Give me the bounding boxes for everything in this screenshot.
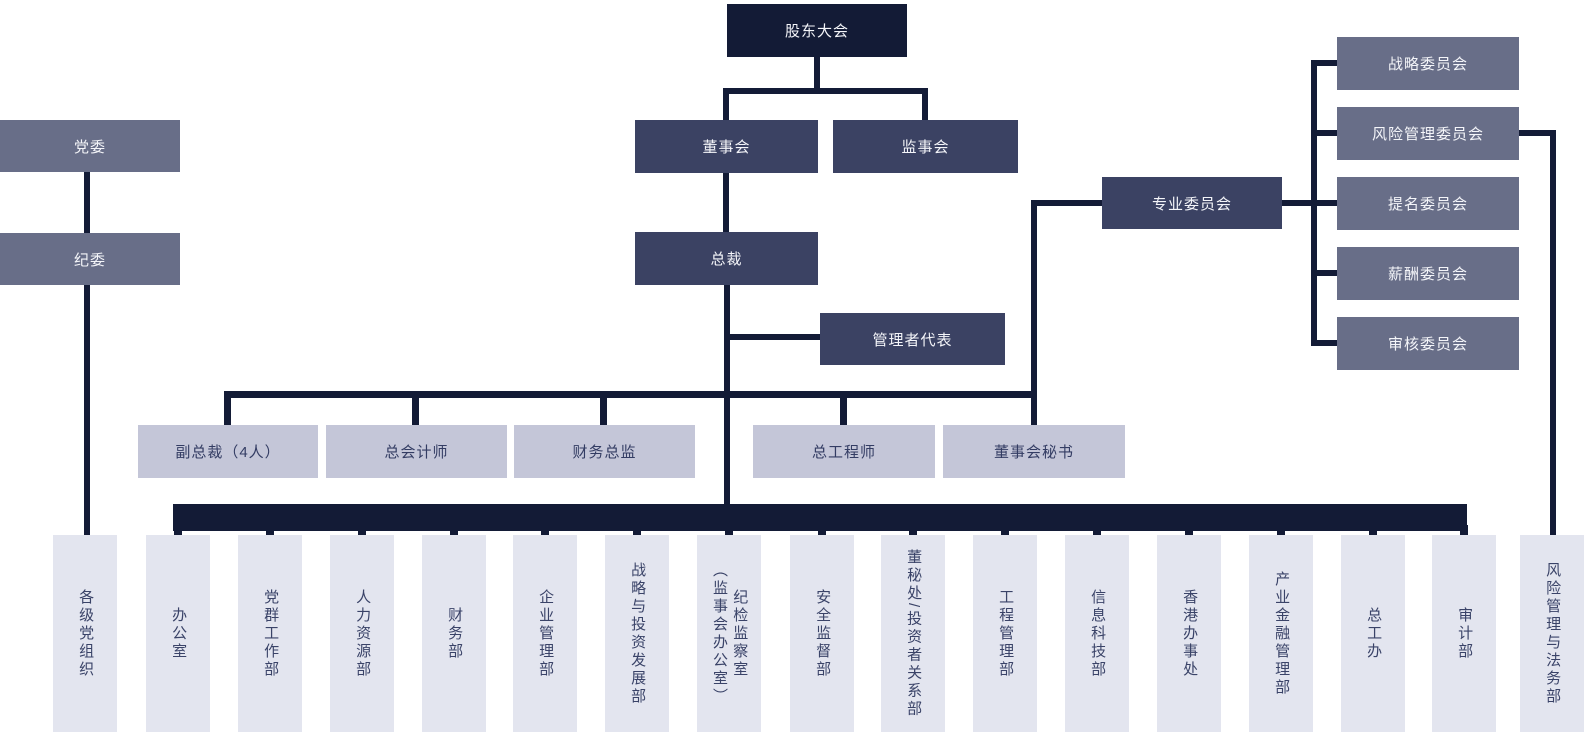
department-label: 董秘处/投资者关系部 bbox=[905, 548, 923, 719]
connector-line bbox=[600, 391, 607, 426]
connector-line bbox=[725, 525, 733, 537]
connector-line bbox=[922, 88, 928, 122]
connector-line bbox=[818, 525, 826, 537]
connector-line bbox=[84, 284, 90, 537]
department-box: 企业管理部 bbox=[513, 535, 577, 732]
chief-engineer-box: 总工程师 bbox=[753, 425, 935, 478]
connector-line bbox=[1001, 525, 1009, 537]
department-box: 董秘处/投资者关系部 bbox=[881, 535, 945, 732]
department-label: 产业金融管理部 bbox=[1273, 570, 1291, 697]
department-label: 党群工作部 bbox=[262, 588, 280, 679]
connector-line bbox=[1034, 200, 1102, 206]
department-box: 战略与投资发展部 bbox=[605, 535, 669, 732]
shareholders-meeting-box: 股东大会 bbox=[727, 4, 907, 57]
connector-line bbox=[1314, 60, 1338, 66]
connector-line bbox=[723, 88, 729, 122]
committee-box: 战略委员会 bbox=[1337, 37, 1519, 90]
department-label: 总工办 bbox=[1365, 606, 1383, 661]
department-label: 审计部 bbox=[1456, 606, 1474, 661]
connector-line bbox=[84, 171, 90, 234]
department-label: 香港办事处 bbox=[1181, 588, 1199, 679]
committee-box: 审核委员会 bbox=[1337, 317, 1519, 370]
connector-line bbox=[1185, 525, 1193, 537]
department-label: 风险管理与法务部 bbox=[1544, 561, 1562, 706]
connector-line bbox=[224, 391, 231, 426]
finance-director-box: 财务总监 bbox=[514, 425, 695, 478]
management-representative-box: 管理者代表 bbox=[820, 313, 1005, 365]
connector-line bbox=[1369, 525, 1377, 537]
connector-line bbox=[1314, 200, 1338, 206]
department-label: 纪检监察室 bbox=[731, 588, 749, 679]
department-label: 工程管理部 bbox=[997, 588, 1015, 679]
department-label: 财务部 bbox=[446, 606, 464, 661]
connector-line bbox=[723, 88, 928, 94]
committee-box: 薪酬委员会 bbox=[1337, 247, 1519, 300]
connector-line bbox=[224, 391, 1037, 398]
connector-line bbox=[1093, 525, 1101, 537]
board-of-directors-box: 董事会 bbox=[635, 120, 818, 173]
department-box: 工程管理部 bbox=[973, 535, 1037, 732]
connector-line bbox=[1277, 525, 1285, 537]
department-box: 香港办事处 bbox=[1157, 535, 1221, 732]
department-box: 安全监督部 bbox=[790, 535, 854, 732]
committee-box: 提名委员会 bbox=[1337, 177, 1519, 230]
connector-line bbox=[1550, 130, 1556, 537]
connector-line bbox=[633, 525, 641, 537]
connector-line bbox=[1031, 200, 1037, 426]
connector-line bbox=[1314, 340, 1338, 346]
party-committee-box: 党委 bbox=[0, 120, 180, 172]
connector-line bbox=[412, 391, 419, 426]
connector-line bbox=[1460, 525, 1468, 537]
connector-line bbox=[1519, 130, 1556, 136]
department-box: 纪检监察室 （监事会办公室） bbox=[697, 535, 761, 732]
department-label: 企业管理部 bbox=[537, 588, 555, 679]
department-label: 战略与投资发展部 bbox=[629, 561, 647, 706]
committee-box: 风险管理委员会 bbox=[1337, 107, 1519, 160]
connector-line bbox=[358, 525, 366, 537]
connector-line bbox=[1282, 200, 1317, 206]
department-label: 办公室 bbox=[170, 606, 188, 661]
connector-line bbox=[541, 525, 549, 537]
department-box: 党群工作部 bbox=[238, 535, 302, 732]
vice-presidents-box: 副总裁（4人） bbox=[138, 425, 318, 478]
department-box: 人力资源部 bbox=[330, 535, 394, 732]
connector-line bbox=[727, 334, 823, 340]
department-box: 信息科技部 bbox=[1065, 535, 1129, 732]
connector-line bbox=[1314, 130, 1338, 136]
department-label: 安全监督部 bbox=[814, 588, 832, 679]
president-box: 总裁 bbox=[635, 232, 818, 285]
department-label: 各级党组织 bbox=[77, 588, 95, 679]
connector-line bbox=[266, 525, 274, 537]
supervisory-board-box: 监事会 bbox=[833, 120, 1018, 173]
connector-line bbox=[450, 525, 458, 537]
department-box: 总工办 bbox=[1341, 535, 1405, 732]
connector-line bbox=[723, 171, 729, 234]
department-box: 风险管理与法务部 bbox=[1520, 535, 1584, 732]
department-label: 信息科技部 bbox=[1089, 588, 1107, 679]
connector-line bbox=[909, 525, 917, 537]
connector-line bbox=[174, 525, 182, 537]
department-box: 各级党组织 bbox=[53, 535, 117, 732]
board-secretary-box: 董事会秘书 bbox=[943, 425, 1125, 478]
connector-line bbox=[1314, 270, 1338, 276]
discipline-committee-box: 纪委 bbox=[0, 233, 180, 285]
department-box: 财务部 bbox=[422, 535, 486, 732]
department-box: 产业金融管理部 bbox=[1249, 535, 1313, 732]
connector-line bbox=[840, 391, 847, 426]
department-sublabel: （监事会办公室） bbox=[711, 561, 728, 706]
special-committees-box: 专业委员会 bbox=[1102, 177, 1282, 229]
department-box: 办公室 bbox=[146, 535, 210, 732]
department-label: 人力资源部 bbox=[354, 588, 372, 679]
connector-line bbox=[814, 57, 820, 91]
chief-accountant-box: 总会计师 bbox=[326, 425, 507, 478]
department-box: 审计部 bbox=[1432, 535, 1496, 732]
